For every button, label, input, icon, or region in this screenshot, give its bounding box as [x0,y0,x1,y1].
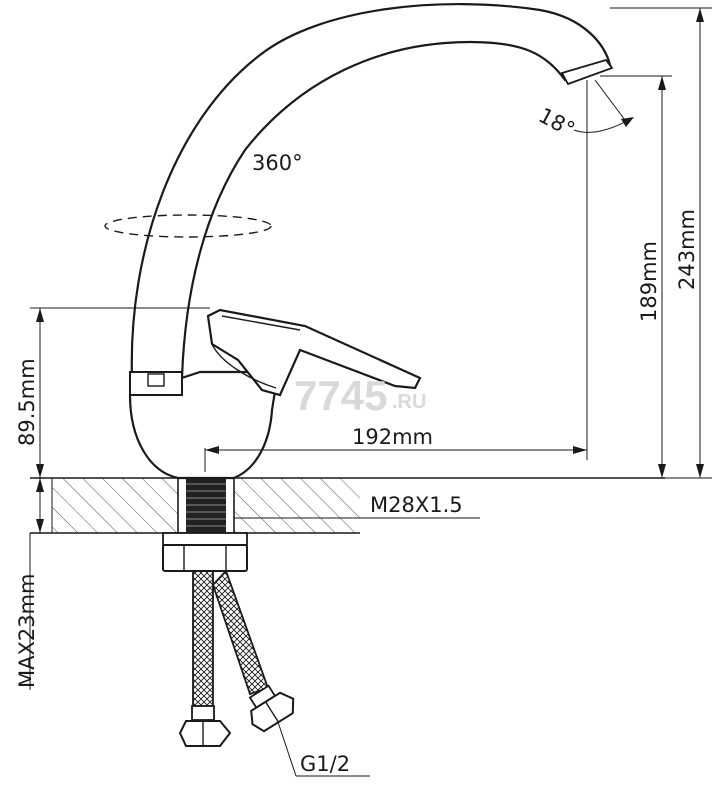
angle-label: 18° [535,103,579,142]
max-thickness-label: MAX23mm [15,573,39,688]
dim-189: 189mm [600,75,672,478]
watermark: 7745 .RU [294,372,426,419]
lever-handle [206,308,422,397]
watermark-suffix: .RU [392,391,426,413]
thread-callout: M28X1.5 [234,493,480,519]
faucet-body [128,370,280,480]
thread-label: M28X1.5 [370,493,463,517]
connection-label: G1/2 [300,752,350,776]
dim-89-5: 89.5mm [15,307,210,478]
mounting-nut [162,532,248,572]
hose-fittings [178,684,295,747]
rotation-indicator: 360° [104,151,303,238]
rotation-label: 360° [252,151,303,175]
dim-max23: MAX23mm [15,478,44,690]
watermark-brand: 7745 [294,372,387,419]
height-spout-label: 189mm [637,241,661,322]
reach-label: 192mm [352,425,433,449]
countertop-section [30,477,665,534]
dim-192: 192mm [204,145,588,472]
dim-243: 243mm [610,7,712,479]
connection-callout: G1/2 [277,721,370,777]
height-body-label: 89.5mm [15,358,39,446]
height-total-label: 243mm [675,209,699,290]
supply-hoses [192,569,270,707]
thread-stud [177,477,235,534]
spout [130,3,614,380]
dim-angle: 18° [535,79,634,145]
